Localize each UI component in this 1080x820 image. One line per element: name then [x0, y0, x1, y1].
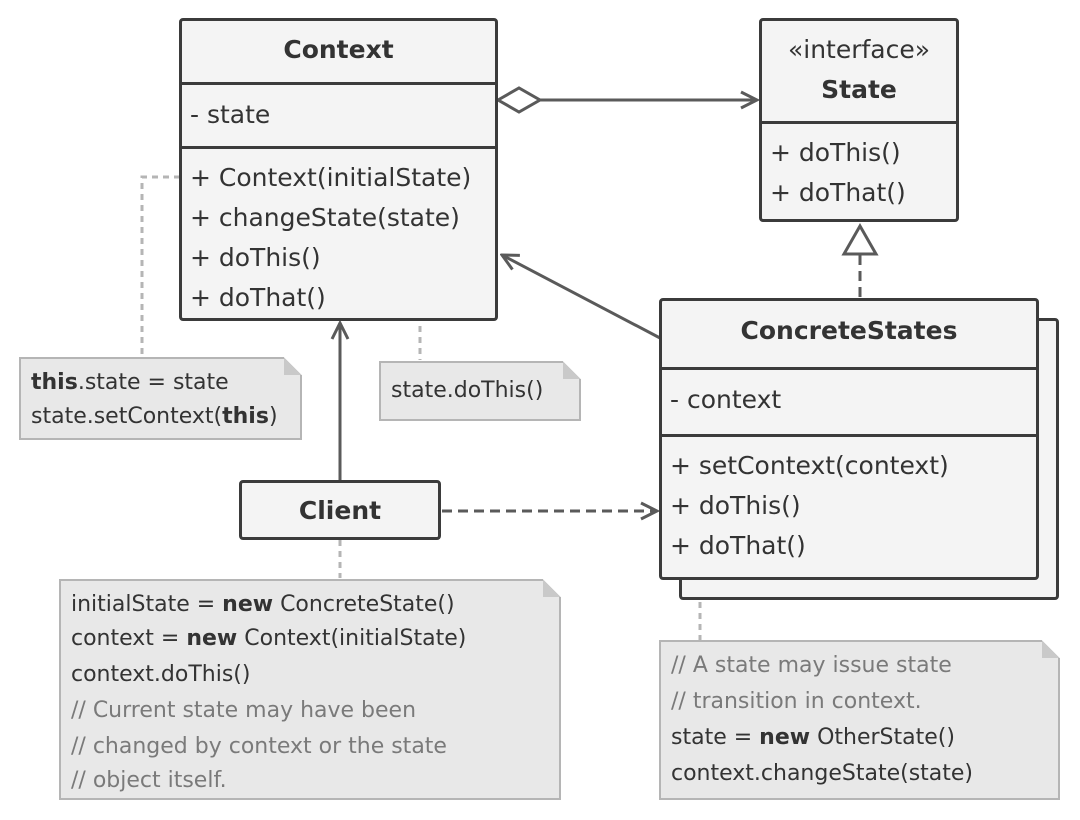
aggregation-diamond: [494, 86, 544, 114]
note-fold: [543, 579, 561, 597]
state-interface-name: State: [821, 75, 897, 104]
concrete-fields: - context: [662, 367, 1036, 434]
state-methods: + doThis() + doThat(): [762, 121, 956, 219]
note-concrete-states: // A state may issue state // transition…: [659, 640, 1060, 800]
concrete-method-dothat: + doThat(): [670, 531, 806, 560]
context-fields: - state: [182, 82, 495, 146]
context-methods: + Context(initialState) + changeState(st…: [182, 146, 495, 318]
concrete-method-dothis: + doThis(): [670, 491, 801, 520]
association-concrete-context: [502, 255, 661, 340]
context-method-dothat: + doThat(): [190, 283, 326, 312]
note-comment: // A state may issue state: [671, 653, 952, 678]
note-line: state.setContext(this): [31, 404, 278, 429]
note-context-constructor: this.state = state state.setContext(this…: [19, 357, 302, 440]
concrete-states-class: ConcreteStates - context + setContext(co…: [659, 298, 1039, 580]
note-line: state.doThis(): [391, 378, 544, 403]
context-method-dothis: + doThis(): [190, 243, 321, 272]
client-name: Client: [298, 496, 382, 525]
note-fold: [563, 361, 581, 379]
context-method-changestate: + changeState(state): [190, 203, 460, 232]
note-client: initialState = new ConcreteState() conte…: [59, 579, 561, 800]
context-method-constructor: + Context(initialState): [190, 163, 472, 192]
client-class: Client: [239, 480, 441, 540]
note-comment: // object itself.: [71, 768, 227, 793]
note-line: context.changeState(state): [671, 761, 974, 786]
note-comment: // transition in context.: [671, 689, 922, 714]
concrete-states-name: ConcreteStates: [740, 316, 958, 345]
note-line: context.doThis(): [71, 662, 251, 687]
realization-triangle: [841, 222, 879, 256]
state-method-dothat: + doThat(): [770, 178, 906, 207]
note-fold: [284, 357, 302, 375]
context-class: Context - state + Context(initialState) …: [179, 18, 498, 321]
concrete-method-setcontext: + setContext(context): [670, 451, 949, 480]
note-comment: // Current state may have been: [71, 698, 417, 723]
note-connector-dothis: [356, 256, 422, 360]
note-fold: [1042, 640, 1060, 658]
context-class-name: Context: [283, 35, 394, 64]
note-connector-constructor: [140, 175, 180, 355]
note-line: context = new Context(initialState): [71, 626, 467, 651]
concrete-field-context: - context: [670, 385, 782, 414]
state-interface: «interface» State + doThis() + doThat(): [759, 18, 959, 222]
context-field-state: - state: [190, 100, 271, 129]
note-line: initialState = new ConcreteState(): [71, 592, 455, 617]
note-line: state = new OtherState(): [671, 725, 955, 750]
concrete-methods: + setContext(context) + doThis() + doTha…: [662, 434, 1036, 577]
state-method-dothis: + doThis(): [770, 138, 901, 167]
note-comment: // changed by context or the state: [71, 734, 447, 759]
note-line: this.state = state: [31, 370, 229, 395]
note-dothis: state.doThis(): [379, 361, 581, 421]
state-stereotype: «interface»: [787, 35, 931, 64]
